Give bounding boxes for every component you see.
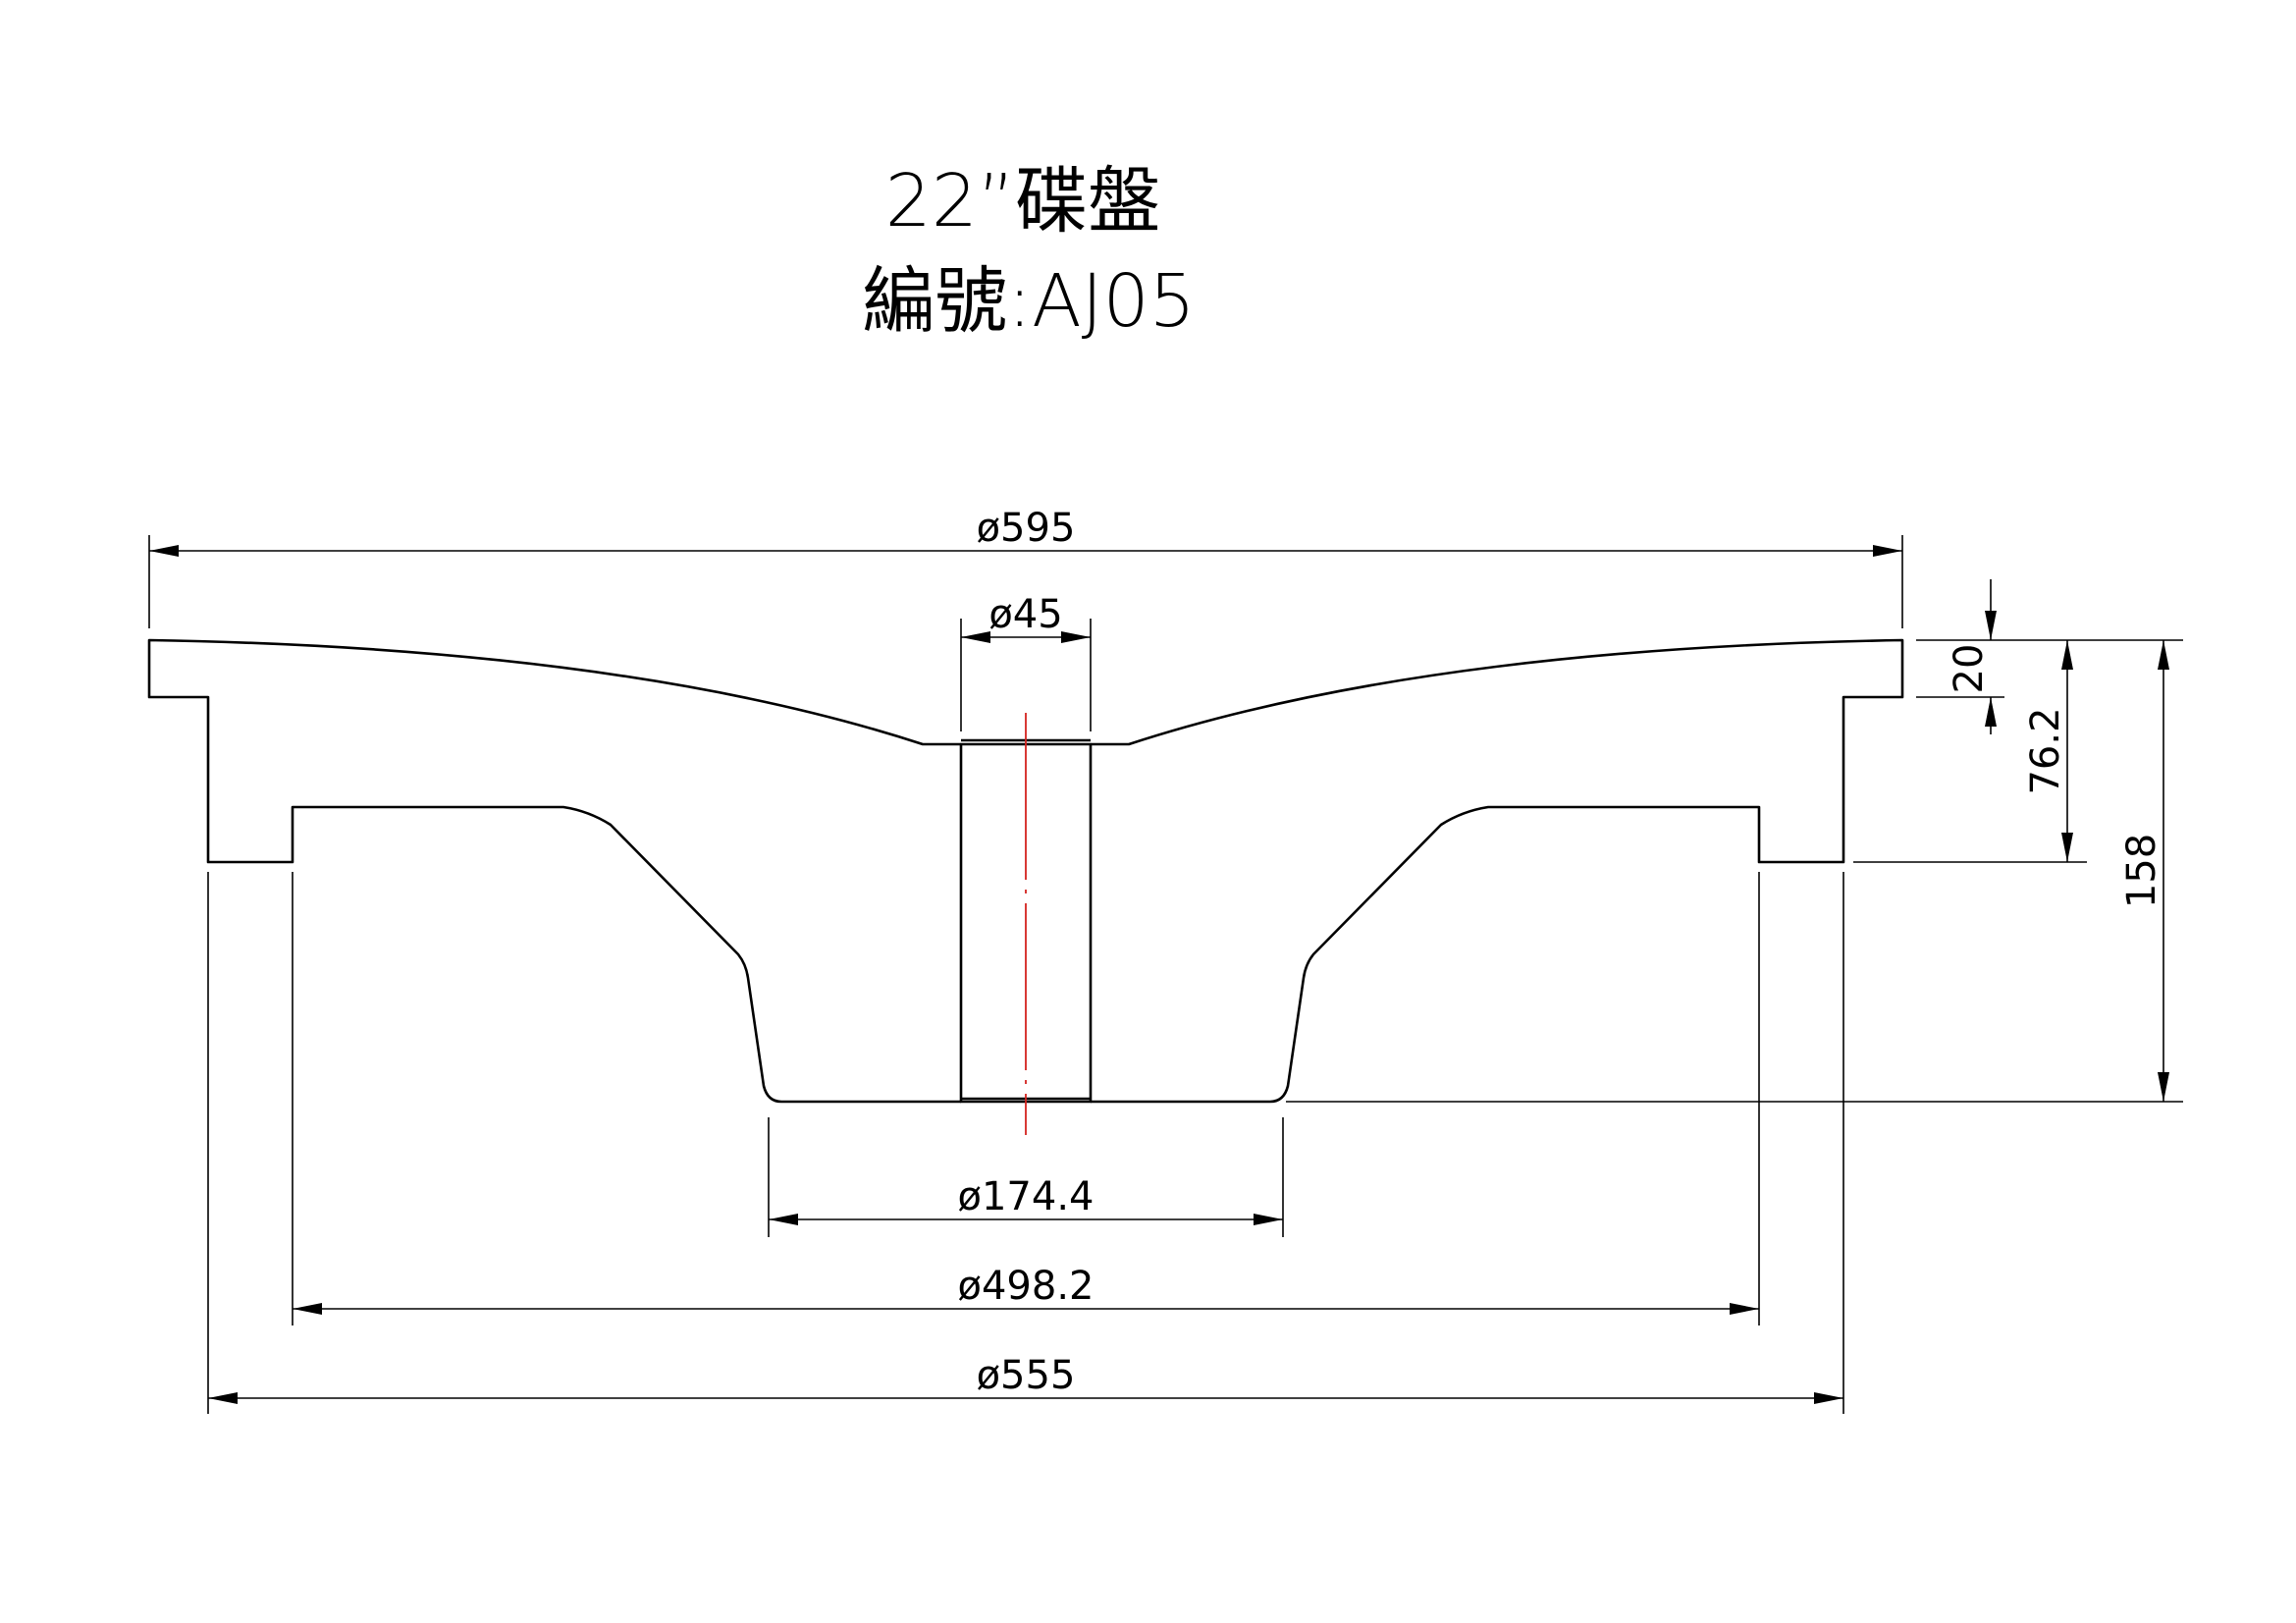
dim-rim-depth: 76.2 [2023,640,2073,862]
dim-label-total-height: 158 [2119,834,2164,908]
dim-bottom-diameter: ø174.4 [769,1174,1283,1225]
extension-lines [148,535,2183,1414]
dim-inner-diameter: ø498.2 [293,1264,1759,1315]
dim-label-bottom-diameter: ø174.4 [958,1174,1095,1219]
dish-right-half [1091,638,1904,1104]
dim-label-step-diameter: ø555 [977,1353,1076,1398]
drawing-title: 22”碟盤 [885,159,1161,243]
dim-rim-thickness: 20 [1947,579,1997,734]
dim-outer-diameter: ø595 [149,506,1902,557]
dim-label-rim-thickness: 20 [1947,644,1992,694]
dim-bore-diameter: ø45 [961,592,1091,643]
dim-label-bore-diameter: ø45 [988,592,1062,637]
dim-total-height: 158 [2119,640,2169,1102]
dim-label-outer-diameter: ø595 [977,506,1076,551]
dim-label-inner-diameter: ø498.2 [958,1264,1095,1309]
dim-label-rim-depth: 76.2 [2023,707,2068,794]
drawing-part-number: 編號:AJ05 [862,259,1196,344]
dim-step-diameter: ø555 [208,1353,1843,1404]
dish-left-half [147,638,961,1104]
